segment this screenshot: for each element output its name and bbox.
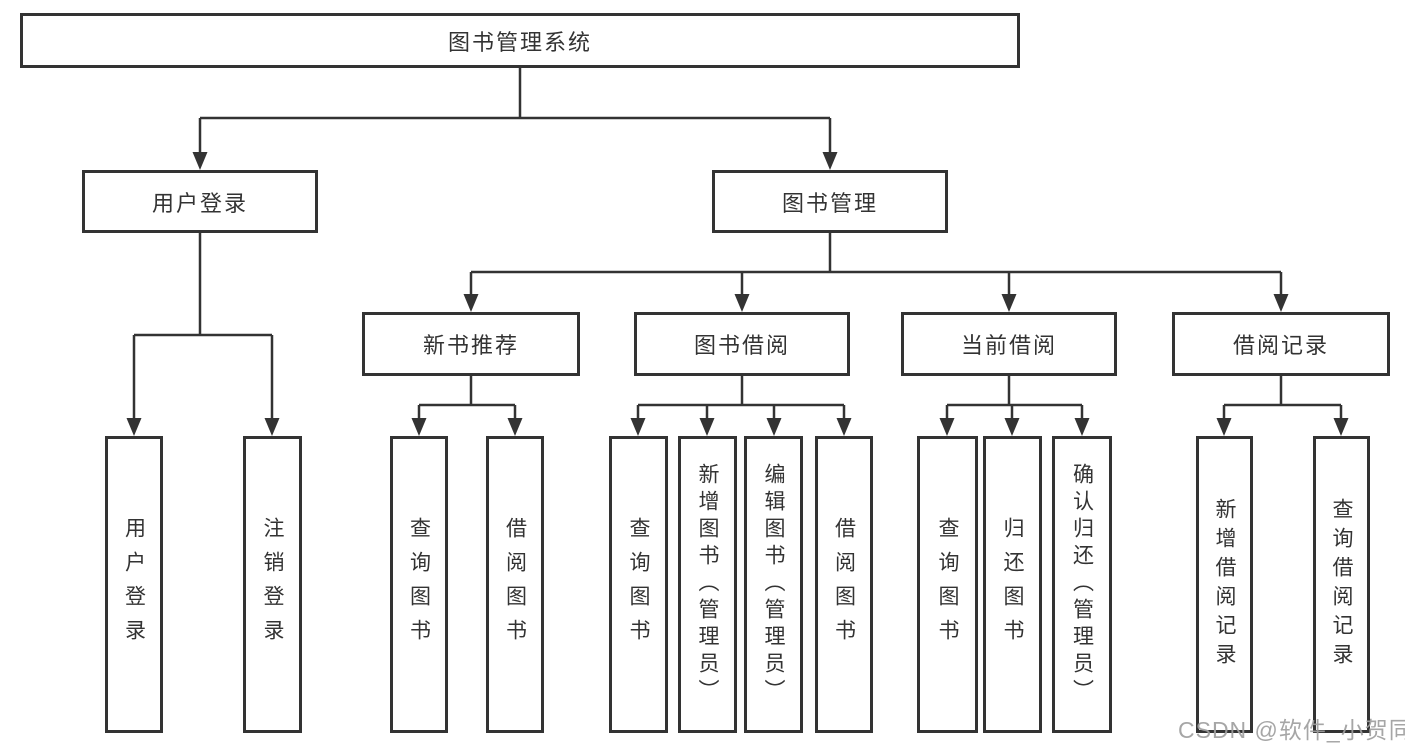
leaf-logout: 注销登录 <box>243 436 302 733</box>
node-book-management: 图书管理 <box>712 170 948 233</box>
csdn-watermark: CSDN @软件_小贺同学 <box>1178 717 1405 743</box>
leaf-bb-add-book-admin: 新增图书（管理员） <box>678 436 737 733</box>
leaf-cb-query-books: 查询图书 <box>917 436 978 733</box>
leaf-bb-query-books: 查询图书 <box>609 436 668 733</box>
node-user-login-group: 用户登录 <box>82 170 318 233</box>
leaf-user-login: 用户登录 <box>105 436 163 733</box>
node-new-book-recommend: 新书推荐 <box>362 312 580 376</box>
node-borrow-records: 借阅记录 <box>1172 312 1390 376</box>
node-library-system: 图书管理系统 <box>20 13 1020 68</box>
leaf-cb-confirm-return-admin: 确认归还（管理员） <box>1052 436 1112 733</box>
node-current-borrow: 当前借阅 <box>901 312 1117 376</box>
leaf-nbr-borrow-books: 借阅图书 <box>486 436 544 733</box>
leaf-br-add-record: 新增借阅记录 <box>1196 436 1253 733</box>
leaf-bb-edit-book-admin: 编辑图书（管理员） <box>744 436 803 733</box>
leaf-bb-borrow-books: 借阅图书 <box>815 436 873 733</box>
node-book-borrow: 图书借阅 <box>634 312 850 376</box>
leaf-cb-return-books: 归还图书 <box>983 436 1042 733</box>
leaf-nbr-query-books: 查询图书 <box>390 436 448 733</box>
leaf-br-query-record: 查询借阅记录 <box>1313 436 1370 733</box>
